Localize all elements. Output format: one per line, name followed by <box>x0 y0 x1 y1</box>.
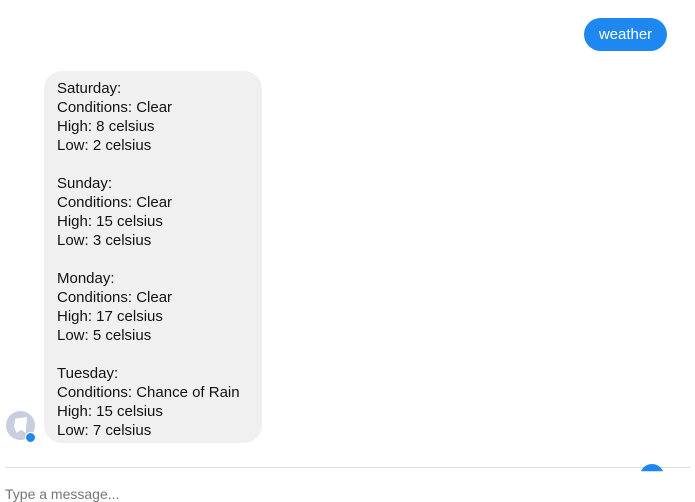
seen-indicator-icon <box>640 464 664 472</box>
conditions: Conditions: Chance of Rain <box>57 384 240 401</box>
conditions: Conditions: Clear <box>57 289 173 306</box>
low: Low: 3 celsius <box>57 232 152 249</box>
forecast-day: Monday: Conditions: Clear High: 17 celsi… <box>57 269 262 345</box>
high: High: 8 celsius <box>57 118 155 135</box>
day-name: Saturday: <box>57 80 122 97</box>
conditions: Conditions: Clear <box>57 194 173 211</box>
composer-divider <box>5 467 690 468</box>
messenger-badge-icon <box>25 432 36 443</box>
conditions: Conditions: Clear <box>57 99 173 116</box>
low: Low: 7 celsius <box>57 422 152 439</box>
high: High: 17 celsius <box>57 308 163 325</box>
forecast-day: Tuesday: Conditions: Chance of Rain High… <box>57 364 262 440</box>
outgoing-message-bubble: weather <box>584 18 667 51</box>
flag-icon <box>14 417 27 433</box>
high: High: 15 celsius <box>57 213 163 230</box>
forecast-day: Sunday: Conditions: Clear High: 15 celsi… <box>57 174 262 250</box>
incoming-message-bubble: Saturday: Conditions: Clear High: 8 cels… <box>44 71 262 443</box>
high: High: 15 celsius <box>57 403 163 420</box>
forecast-day: Saturday: Conditions: Clear High: 8 cels… <box>57 79 262 155</box>
message-input[interactable] <box>5 486 305 502</box>
low: Low: 5 celsius <box>57 327 152 344</box>
day-name: Sunday: <box>57 175 113 192</box>
day-name: Monday: <box>57 270 115 287</box>
day-name: Tuesday: <box>57 365 119 382</box>
low: Low: 2 celsius <box>57 137 152 154</box>
bot-avatar[interactable] <box>6 411 35 440</box>
